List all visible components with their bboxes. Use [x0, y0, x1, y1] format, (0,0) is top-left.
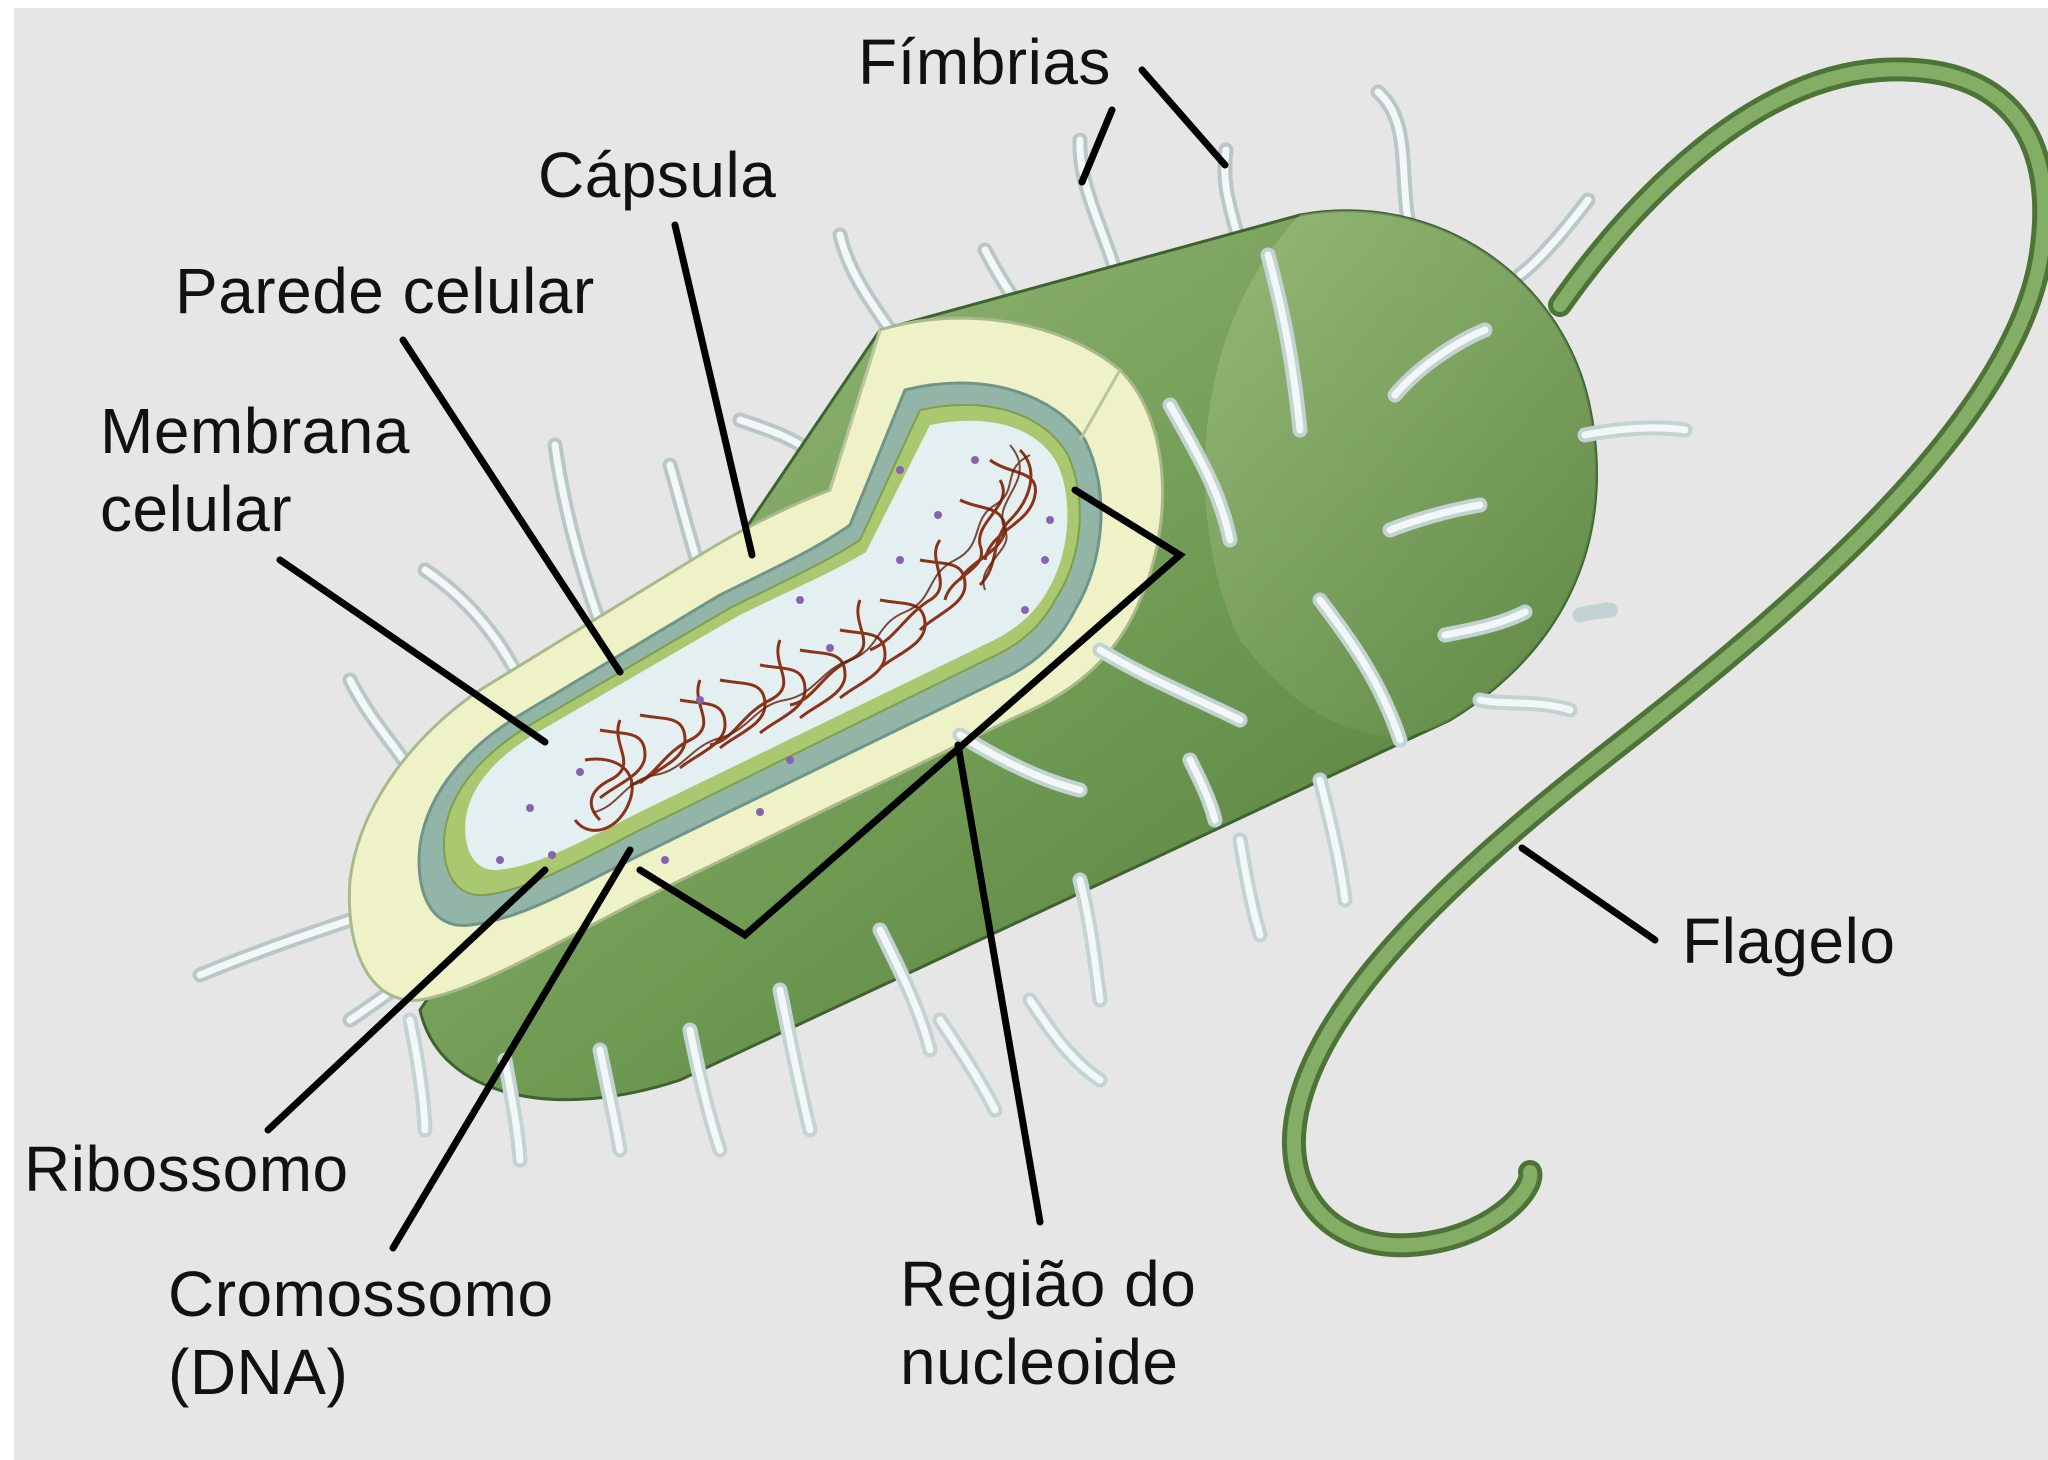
label-fimbrias: Fímbrias	[858, 23, 1111, 101]
label-flagelo: Flagelo	[1682, 902, 1895, 980]
label-regiao-do-nucleoide: Região do nucleoide	[900, 1245, 1196, 1401]
label-capsula: Cápsula	[538, 136, 776, 214]
label-ribossomo: Ribossomo	[24, 1130, 349, 1208]
label-cromossomo-dna: Cromossomo (DNA)	[168, 1255, 554, 1411]
label-parede-celular: Parede celular	[175, 252, 595, 330]
label-membrana-celular: Membrana celular	[100, 392, 410, 548]
